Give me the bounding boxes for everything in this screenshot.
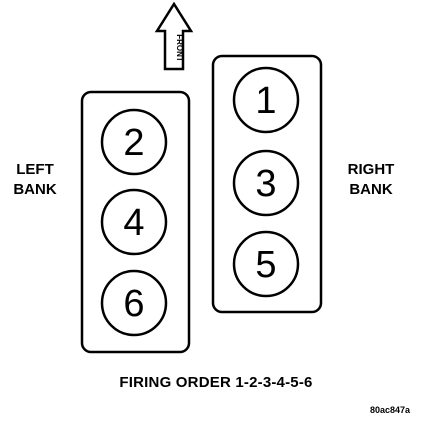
front-arrow-label: FRONT (175, 34, 184, 62)
right-bank-label-line2: BANK (349, 181, 393, 198)
cylinder-4-number: 4 (123, 202, 144, 244)
cylinder-6: 6 (100, 269, 168, 337)
left-bank-label: LEFT BANK (2, 160, 68, 200)
cylinder-6-number: 6 (123, 283, 144, 325)
cylinder-1: 1 (232, 66, 300, 134)
figure-code: 80ac847a (369, 405, 410, 415)
left-bank: 2 4 6 (80, 90, 191, 354)
cylinder-2: 2 (100, 108, 168, 176)
front-arrow: FRONT (154, 1, 194, 71)
cylinder-1-number: 1 (255, 80, 276, 122)
left-bank-label-line1: LEFT (16, 161, 54, 178)
cylinder-3-number: 3 (255, 163, 276, 205)
right-bank-label-line1: RIGHT (347, 161, 395, 178)
right-bank: 1 3 5 (211, 54, 323, 314)
firing-order-caption: FIRING ORDER 1-2-3-4-5-6 (119, 374, 313, 391)
cylinder-3: 3 (232, 149, 300, 217)
right-bank-outline (211, 54, 323, 314)
left-bank-outline (80, 90, 191, 354)
cylinder-2-number: 2 (123, 122, 144, 164)
left-bank-label-line2: BANK (13, 181, 57, 198)
cylinder-5: 5 (232, 230, 300, 298)
right-bank-label: RIGHT BANK (335, 160, 407, 200)
cylinder-4: 4 (100, 188, 168, 256)
cylinder-5-number: 5 (255, 244, 276, 286)
